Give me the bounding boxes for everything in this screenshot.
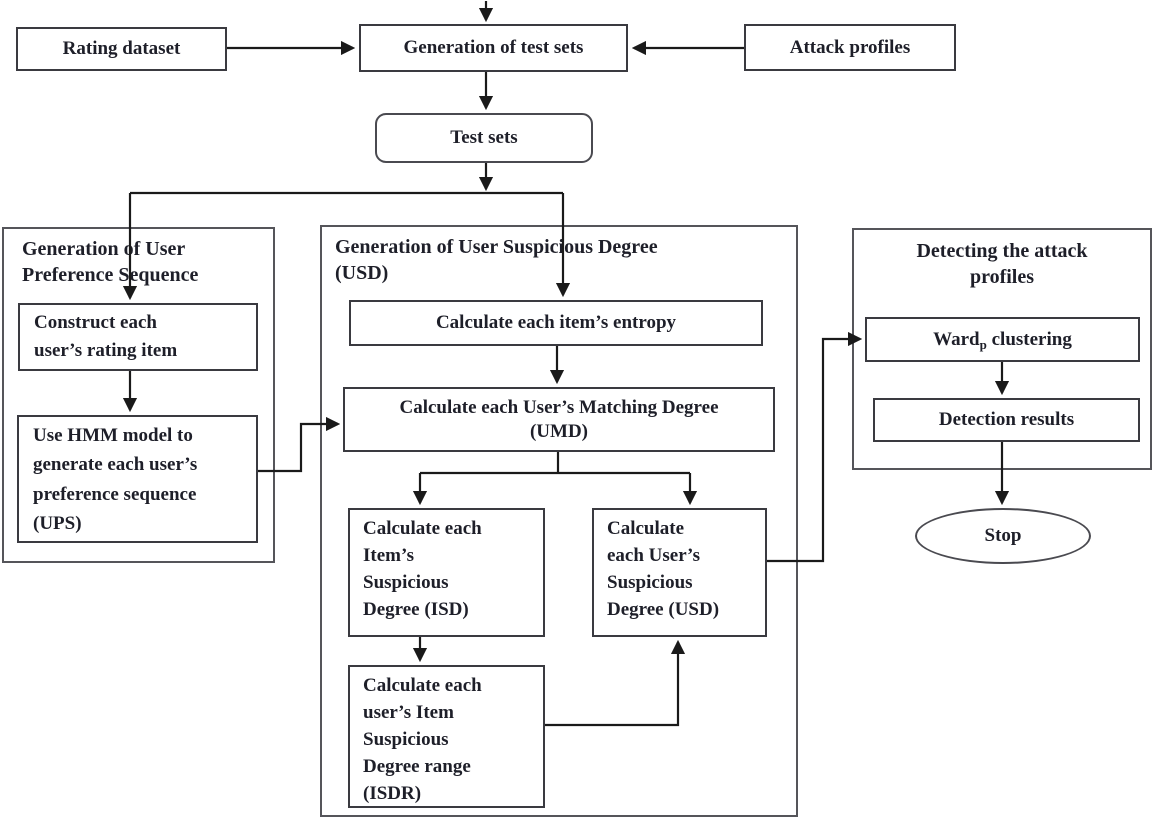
construct-rating-item-box: Construct each user’s rating item bbox=[18, 303, 258, 371]
ward-clustering-label: Wardp clustering bbox=[933, 328, 1072, 352]
ward-clustering-box: Wardp clustering bbox=[865, 317, 1140, 362]
stop-ellipse: Stop bbox=[915, 508, 1091, 564]
isd-box: Calculate each Item’s Suspicious Degree … bbox=[348, 508, 545, 637]
rating-dataset-box: Rating dataset bbox=[16, 27, 227, 71]
user-preference-sequence-title: Generation of User Preference Sequence bbox=[22, 238, 199, 286]
user-preference-sequence-container bbox=[2, 227, 275, 563]
umd-box: Calculate each User’s Matching Degree (U… bbox=[343, 387, 775, 452]
detection-results-box: Detection results bbox=[873, 398, 1140, 442]
detecting-attack-profiles-title: Detecting the attack profiles bbox=[916, 240, 1088, 288]
item-entropy-box: Calculate each item’s entropy bbox=[349, 300, 763, 346]
generation-of-test-sets-box: Generation of test sets bbox=[359, 24, 628, 72]
test-sets-box: Test sets bbox=[375, 113, 593, 163]
user-suspicious-degree-title: Generation of User Suspicious Degree (US… bbox=[335, 236, 658, 284]
usd-box: Calculate each User’s Suspicious Degree … bbox=[592, 508, 767, 637]
attack-profiles-box: Attack profiles bbox=[744, 24, 956, 71]
hmm-ups-box: Use HMM model to generate each user’s pr… bbox=[17, 415, 258, 543]
isdr-box: Calculate each user’s Item Suspicious De… bbox=[348, 665, 545, 808]
ward-subscript: p bbox=[979, 336, 987, 352]
